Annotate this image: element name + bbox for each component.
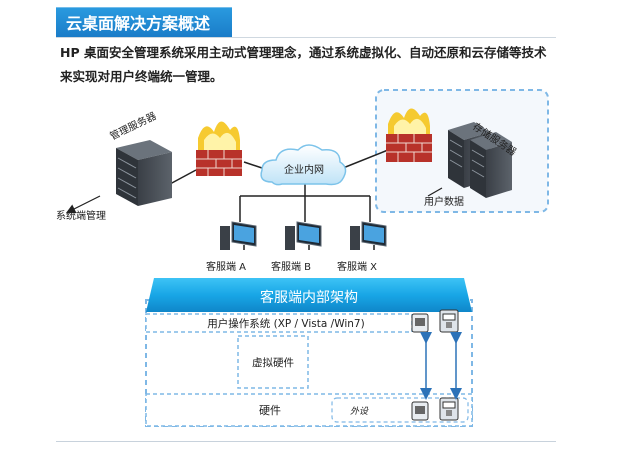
- title-divider: [56, 37, 556, 38]
- architecture-banner: [146, 278, 472, 312]
- printer-icon: [439, 397, 459, 421]
- cloud-icon: [260, 144, 347, 186]
- intro-text: HP 桌面安全管理系统采用主动式管理理念，通过系统虚拟化、自动还原和云存储等技术…: [60, 41, 590, 89]
- firewall-icon: [196, 121, 242, 176]
- firewall-icon: [386, 108, 432, 162]
- intranet-label: 企业内网: [284, 163, 324, 176]
- bottom-divider: [56, 441, 556, 442]
- system-mgmt-label: 系统端管理: [56, 209, 106, 222]
- scanner-icon: [411, 313, 429, 333]
- scanner-icon: [411, 401, 429, 421]
- client-label-b: 客服端 B: [271, 260, 311, 273]
- client-label-x: 客服端 X: [337, 260, 377, 273]
- client-label-a: 客服端 A: [206, 260, 246, 273]
- intro-line-1: HP 桌面安全管理系统采用主动式管理理念，通过系统虚拟化、自动还原和云存储等技术: [60, 45, 547, 60]
- peripheral-box: [331, 397, 469, 423]
- os-layer-label: 用户操作系统 (XP / Vista /Win7): [207, 317, 364, 330]
- virtual-hw-layer: [237, 335, 309, 389]
- peripheral-label: 外设: [350, 406, 369, 417]
- printer-icon: [439, 309, 459, 333]
- workstation-icon: [350, 221, 387, 250]
- hardware-label: 硬件: [259, 404, 281, 417]
- server-rack-icon: [116, 140, 172, 206]
- workstation-icon: [285, 221, 322, 250]
- mgmt-server-label: 管理服务器: [108, 109, 159, 143]
- architecture-title: 客服端内部架构: [260, 289, 358, 306]
- section-title: 云桌面解决方案概述: [56, 7, 232, 37]
- virtual-hw-label: 虚拟硬件: [252, 356, 294, 369]
- network-tree: [239, 182, 371, 222]
- system-mgmt-arrow: [65, 195, 101, 214]
- intro-line-2: 来实现对用户终端统一管理。: [60, 69, 223, 84]
- storage-server-icon: [448, 122, 512, 198]
- user-data-label: 用户数据: [424, 195, 464, 208]
- workstation-icon: [220, 221, 257, 250]
